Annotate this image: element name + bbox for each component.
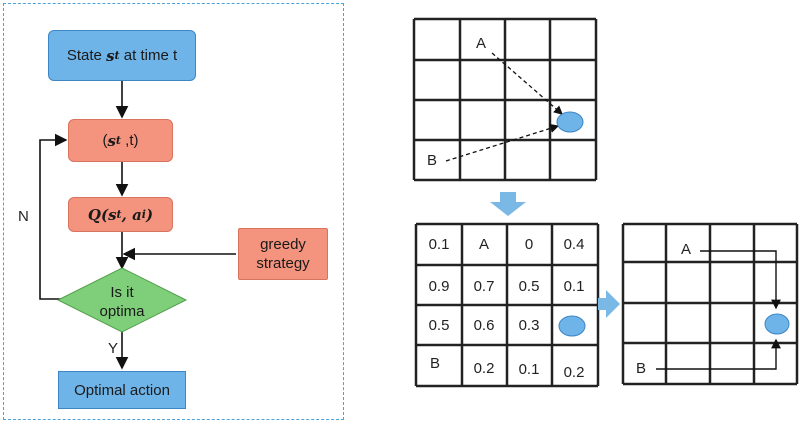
value-cell: 0 [524,236,534,253]
path-grid-label-a: A [681,241,692,258]
value-cell: 0.9 [428,278,450,295]
decision-line2: optima [99,303,145,320]
path-arrow-a-to-goal [700,250,781,310]
state-sub: t [114,49,120,62]
greedy-line1: greedy [260,236,306,253]
right-arrow [598,290,620,318]
arrow-no-loop [39,133,68,300]
greedy-box: greedy strategy [238,228,328,280]
value-cell: 0.1 [428,236,450,253]
state-prefix: State [66,47,107,64]
value-cell: 0.1 [518,361,540,378]
st-open: ( [102,132,108,149]
greedy-line2: strategy [256,255,310,272]
goal-marker-path [764,313,790,335]
value-cell: 0.1 [563,278,585,295]
path-arrow-b-to-goal [656,338,781,370]
value-cell: A [478,236,489,253]
q-prefix: Q( [87,205,109,224]
value-cell: 0.2 [473,360,495,377]
goal-marker-values [558,315,586,337]
q-a-sub: i [141,208,146,221]
top-grid-label-b: B [427,152,438,169]
q-comma: , [121,205,133,224]
grid-top [412,17,598,182]
state-var: s [106,46,115,65]
st-var: s [107,131,116,150]
q-s: s [108,205,117,224]
flowchart-panel [3,3,344,420]
decision-diamond [56,267,188,333]
st-sub: t [115,134,122,147]
value-cell: 0.6 [473,317,495,334]
q-a: a [132,205,142,224]
down-arrow [490,192,526,216]
decision-text: Is it optima [82,283,162,321]
value-cell: 0.2 [563,364,585,381]
dashed-arrow-b-to-goal [445,123,560,162]
yes-label: Y [108,340,119,357]
value-cell: 0.5 [518,278,540,295]
top-grid-label-a: A [476,35,487,52]
grid-values [414,222,600,388]
st-close: ,t) [121,132,139,149]
state-suffix: at time t [119,47,178,64]
path-grid-label-b: B [636,360,647,377]
value-cell: 0.7 [473,278,495,295]
optimal-action-box: Optimal action [58,371,186,409]
value-cell: B [429,355,440,372]
goal-marker-top [556,111,584,133]
value-cell: 0.3 [518,317,540,334]
optimal-action-label: Optimal action [74,381,170,399]
dashed-arrow-a-to-goal [491,52,563,115]
grid-path [621,222,799,386]
no-label: N [18,208,29,225]
q-s-sub: t [116,208,122,221]
decision-line1: Is it [110,284,134,301]
q-close: ) [145,205,154,224]
value-cell: 0.5 [428,317,450,334]
value-cell: 0.4 [563,236,585,253]
